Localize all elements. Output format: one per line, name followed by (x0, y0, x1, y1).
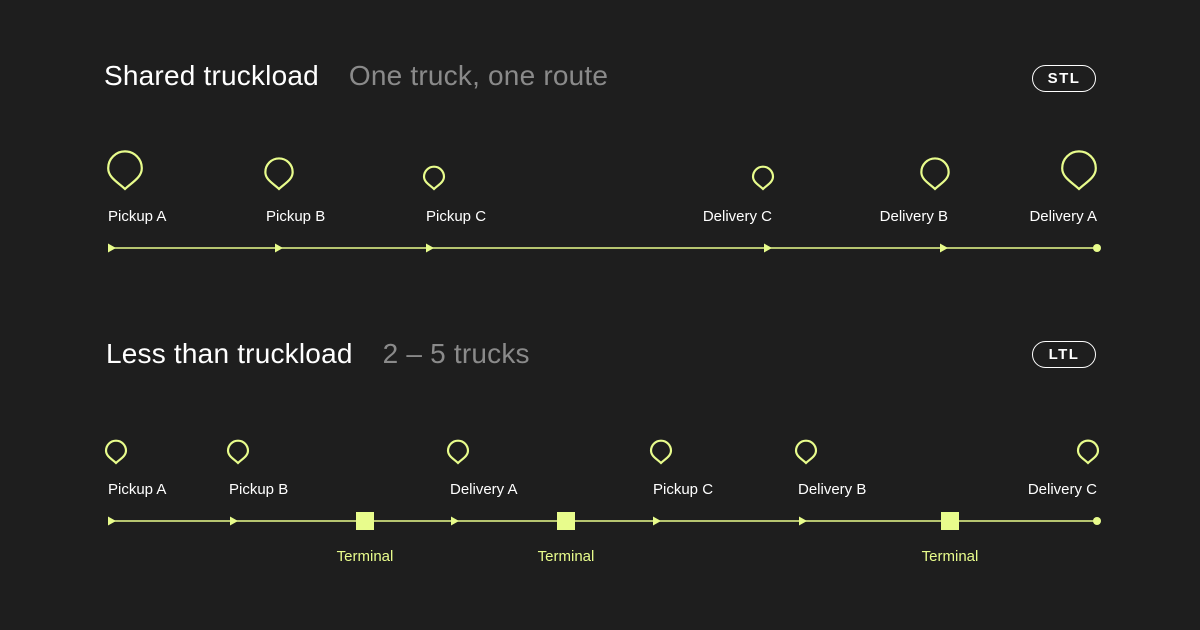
ltl-stop-5-arrow-icon (799, 516, 807, 526)
ltl-stop-2-arrow-icon (230, 516, 238, 526)
stl-heading: Shared truckload One truck, one route (104, 60, 608, 92)
stl-badge: STL (1032, 65, 1096, 92)
ltl-stop-2-pin-icon (226, 439, 250, 465)
stl-stop-2-label: Pickup B (266, 208, 325, 225)
ltl-stop-3-pin-icon (446, 439, 470, 465)
ltl-stop-2-label: Pickup B (229, 481, 288, 498)
stl-stop-1-pin-icon (107, 150, 143, 191)
stl-stop-4-label: Delivery C (703, 208, 772, 225)
ltl-stop-1-pin-icon (104, 439, 128, 465)
ltl-subtitle: 2 – 5 trucks (382, 338, 530, 369)
ltl-stops: Pickup A Pickup B Delivery A Pickup C Delive… (104, 439, 1100, 526)
ltl-route: Pickup A Pickup B Delivery A Pickup C Delive… (104, 439, 1101, 565)
stl-stop-5-arrow-icon (940, 243, 948, 253)
ltl-stop-3-arrow-icon (451, 516, 459, 526)
ltl-stop-1-arrow-icon (108, 516, 116, 526)
ltl-stop-5-pin-icon (794, 439, 818, 465)
stl-stop-5-label: Delivery B (880, 208, 948, 225)
ltl-terminal-2-square-icon (557, 512, 575, 530)
ltl-terminal-3-square-icon (941, 512, 959, 530)
ltl-stop-5-label: Delivery B (798, 481, 866, 498)
ltl-stop-1-label: Pickup A (108, 481, 166, 498)
ltl-stop-6-label: Delivery C (1028, 481, 1097, 498)
ltl-stop-4-label: Pickup C (653, 481, 713, 498)
stl-stop-5-pin-icon (920, 157, 950, 191)
stl-stop-3-arrow-icon (426, 243, 434, 253)
ltl-terminal-1-square-icon (356, 512, 374, 530)
ltl-stop-6-pin-icon (1076, 439, 1100, 465)
ltl-terminals: Terminal Terminal Terminal (337, 512, 979, 565)
ltl-terminal-1-label: Terminal (337, 548, 394, 565)
stl-stop-3-pin-icon (422, 165, 446, 191)
stl-stop-6-label: Delivery A (1029, 208, 1097, 225)
stl-stop-4-pin-icon (751, 165, 775, 191)
stl-route-end-dot (1093, 244, 1101, 252)
stl-stop-3-label: Pickup C (426, 208, 486, 225)
ltl-stop-4-pin-icon (649, 439, 673, 465)
stl-stop-2-pin-icon (264, 157, 294, 191)
stl-subtitle: One truck, one route (348, 60, 609, 91)
ltl-badge: LTL (1032, 341, 1096, 368)
ltl-title: Less than truckload (106, 338, 353, 369)
ltl-terminal-3-label: Terminal (922, 548, 979, 565)
stl-stop-1-arrow-icon (108, 243, 116, 253)
ltl-terminal-2-label: Terminal (538, 548, 595, 565)
ltl-stop-3-label: Delivery A (450, 481, 518, 498)
stl-stops: Pickup A Pickup B Pickup C Delivery C Delive… (107, 150, 1097, 253)
ltl-heading: Less than truckload 2 – 5 trucks (106, 338, 530, 370)
stl-route: Pickup A Pickup B Pickup C Delivery C Delive… (107, 150, 1101, 253)
ltl-route-end-dot (1093, 517, 1101, 525)
stl-stop-4-arrow-icon (764, 243, 772, 253)
stl-stop-6-pin-icon (1061, 150, 1097, 191)
stl-stop-1-label: Pickup A (108, 208, 166, 225)
stl-title: Shared truckload (104, 60, 319, 91)
stl-stop-2-arrow-icon (275, 243, 283, 253)
ltl-stop-4-arrow-icon (653, 516, 661, 526)
